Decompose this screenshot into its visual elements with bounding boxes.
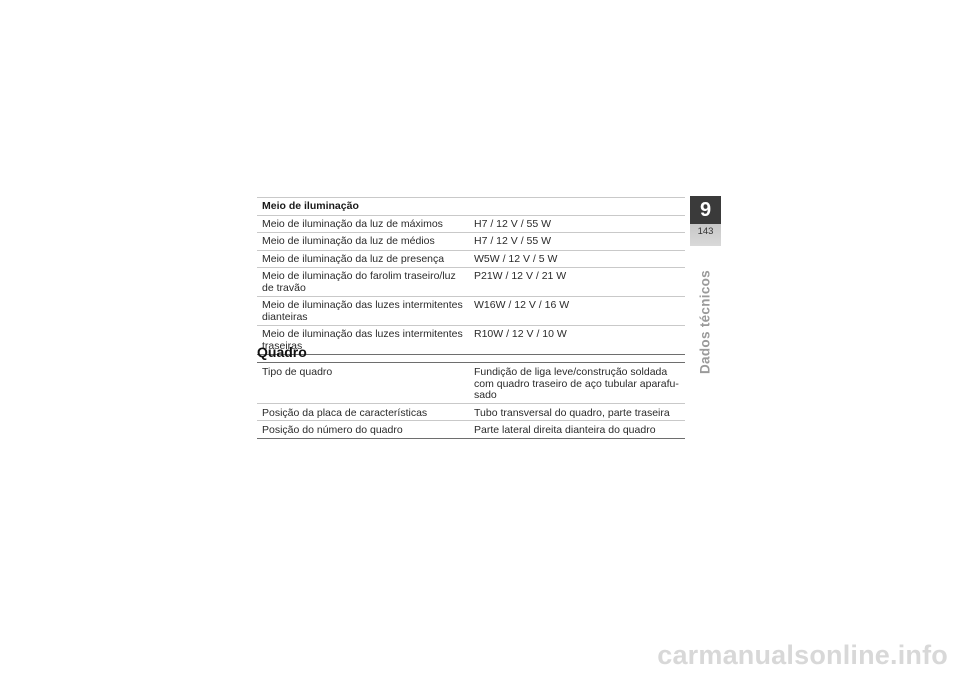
row-value: H7 / 12 V / 55 W bbox=[469, 232, 685, 251]
table-row: Meio de iluminação do farolim traseiro/l… bbox=[257, 267, 685, 297]
row-value: Tubo transversal do quadro, parte trasei… bbox=[469, 403, 685, 421]
lighting-table-header: Meio de iluminação bbox=[257, 197, 685, 216]
table-row: Tipo de quadro Fundição de liga leve/con… bbox=[257, 362, 685, 404]
lighting-heading: Meio de iluminação bbox=[257, 197, 685, 216]
row-value: Parte lateral direita dianteira do quadr… bbox=[469, 420, 685, 439]
row-label: Meio de iluminação das luzes intermitent… bbox=[257, 296, 469, 326]
row-label: Meio de iluminação do farolim traseiro/l… bbox=[257, 267, 469, 297]
table-row: Meio de iluminação das luzes intermitent… bbox=[257, 296, 685, 326]
chapter-title: Dados técnicos bbox=[697, 270, 713, 374]
row-label: Meio de iluminação das luzes intermitent… bbox=[257, 325, 469, 355]
table-row: Meio de iluminação da luz de máximos H7 … bbox=[257, 215, 685, 233]
row-value: Fundição de liga leve/construção soldada… bbox=[469, 362, 685, 404]
table-row: Meio de iluminação da luz de médios H7 /… bbox=[257, 232, 685, 251]
row-label: Tipo de quadro bbox=[257, 362, 469, 404]
page-number: 143 bbox=[697, 226, 714, 237]
row-value: H7 / 12 V / 55 W bbox=[469, 215, 685, 233]
row-label: Meio de iluminação da luz de máximos bbox=[257, 215, 469, 233]
lighting-table: Meio de iluminação Meio de iluminação da… bbox=[257, 197, 685, 355]
table-row: Meio de iluminação da luz de presença W5… bbox=[257, 250, 685, 268]
row-value: P21W / 12 V / 21 W bbox=[469, 267, 685, 297]
row-label: Meio de iluminação da luz de médios bbox=[257, 232, 469, 251]
row-value: R10W / 12 V / 10 W bbox=[469, 325, 685, 355]
row-label: Posição da placa de características bbox=[257, 403, 469, 421]
row-value: W5W / 12 V / 5 W bbox=[469, 250, 685, 268]
watermark: carmanualsonline.info bbox=[657, 640, 948, 670]
row-label: Meio de iluminação da luz de presença bbox=[257, 250, 469, 268]
row-value: W16W / 12 V / 16 W bbox=[469, 296, 685, 326]
table-row: Posição do número do quadro Parte latera… bbox=[257, 420, 685, 439]
frame-section-heading: Quadro bbox=[257, 344, 307, 360]
table-row: Meio de iluminação das luzes intermitent… bbox=[257, 325, 685, 355]
frame-table: Tipo de quadro Fundição de liga leve/con… bbox=[257, 362, 685, 439]
chapter-tab: 9 143 bbox=[690, 196, 721, 246]
chapter-number: 9 bbox=[699, 199, 712, 221]
row-label: Posição do número do quadro bbox=[257, 420, 469, 439]
table-row: Posição da placa de características Tubo… bbox=[257, 403, 685, 421]
